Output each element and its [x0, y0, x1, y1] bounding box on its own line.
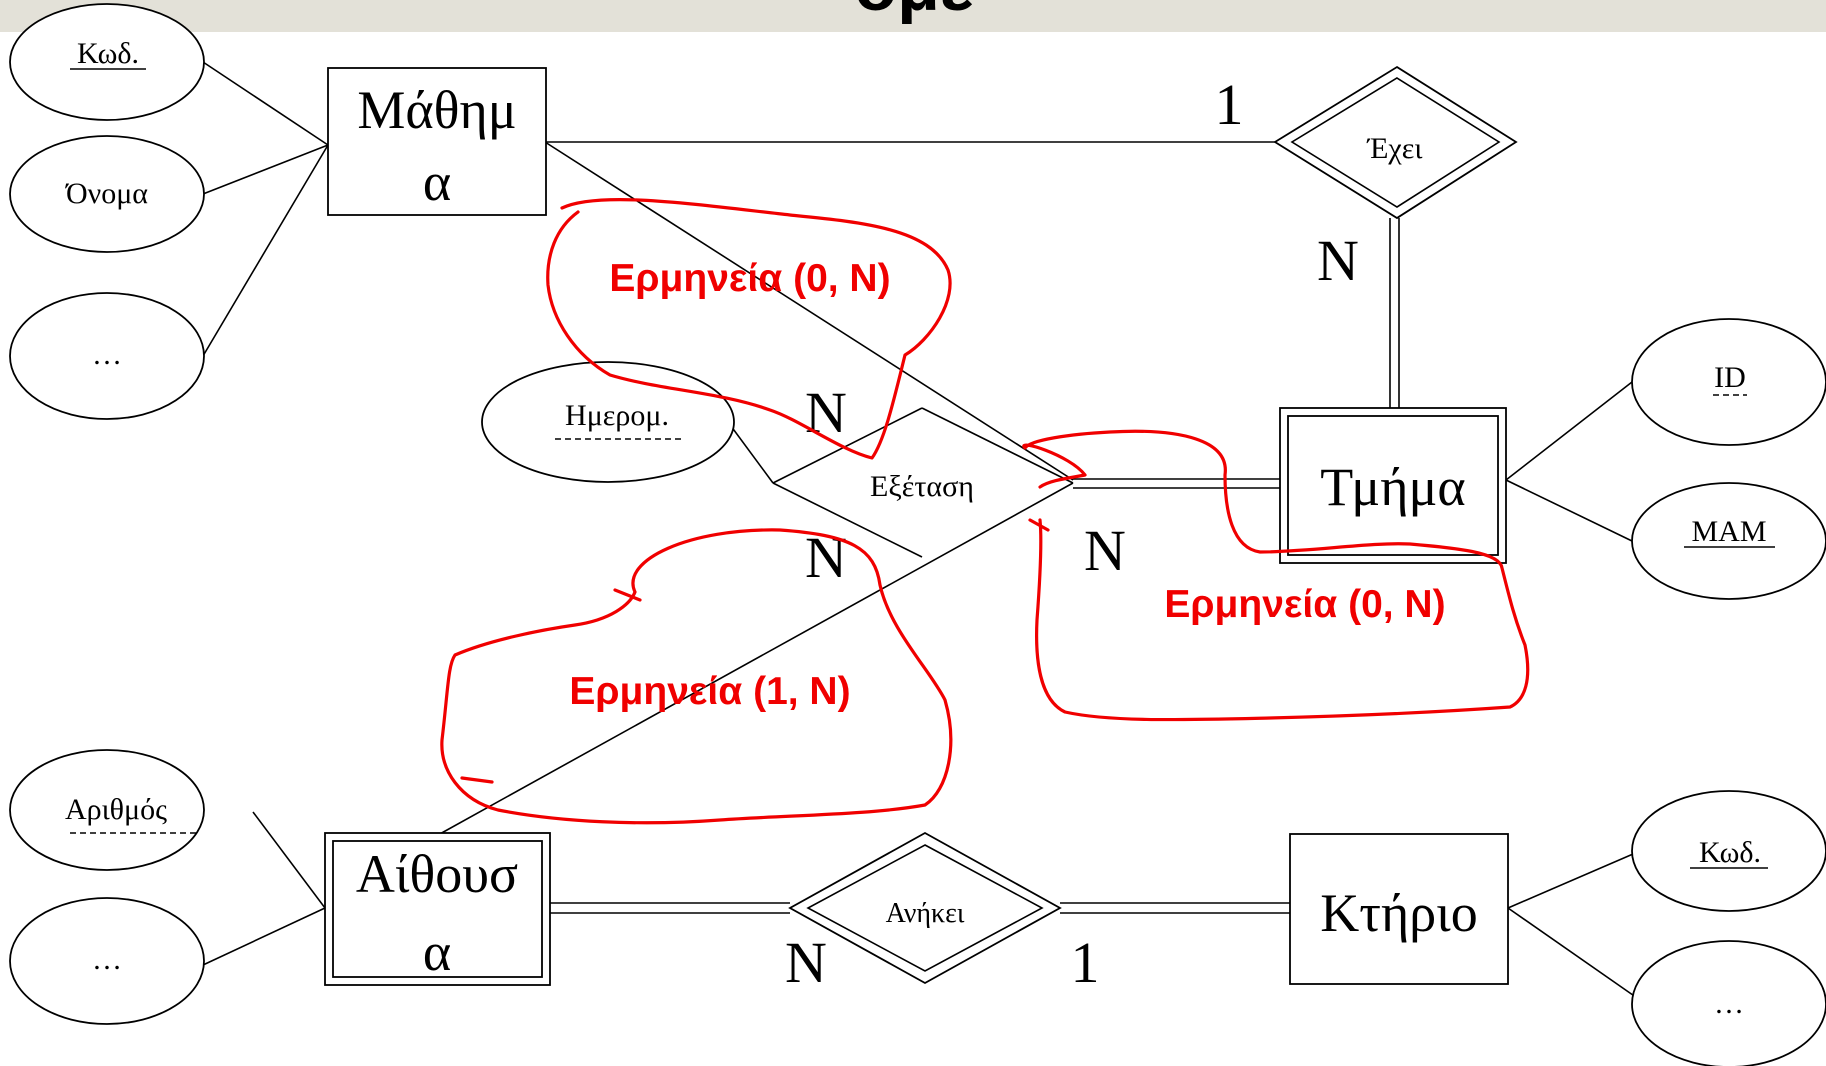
entity-aithousa[interactable]: Αίθουσ α [324, 832, 551, 986]
annotation-label: Ερμηνεία (0, N) [609, 257, 890, 300]
exetasi-edge-ul [772, 407, 923, 484]
line-imerom-exetasi [727, 421, 774, 484]
line-ktirio-etc [1507, 907, 1641, 1001]
line-mathima-etc [202, 144, 329, 357]
attribute-mathima-etc-label: … [92, 338, 122, 371]
line-exetasi-aithousa [437, 482, 1074, 836]
entity-aithousa-line1: Αίθουσ [356, 844, 518, 904]
attribute-aithousa-arithmos[interactable]: Αριθμός [9, 749, 205, 871]
cardinality-exetasi-mathima: N [805, 380, 847, 445]
attribute-ktirio-kod-label: Κωδ. [1699, 836, 1761, 869]
annotation-exetasi-tmima: Ερμηνεία (0, N) [1022, 429, 1530, 722]
connector-lines [202, 61, 1641, 1001]
annotation-scribble [440, 528, 953, 825]
relationship-anikei-label: Ανήκει [886, 898, 965, 929]
entity-ktirio[interactable]: Κτήριο [1289, 833, 1509, 985]
attribute-ktirio-etc-label: … [1714, 987, 1744, 1020]
line-aithousa-etc [202, 907, 326, 966]
entity-mathima-line1: Μάθημ [357, 80, 516, 140]
line-ktirio-kod [1507, 850, 1641, 909]
cardinality-exetasi-tmima: N [1084, 518, 1126, 583]
entity-aithousa-line2: α [423, 922, 451, 982]
attribute-mathima-etc[interactable]: … [9, 292, 205, 420]
entity-tmima-label: Τμήμα [1320, 457, 1465, 517]
cardinality-anikei-aithousa: N [785, 930, 827, 995]
attribute-tmima-mam-label: MAM [1691, 515, 1766, 548]
line-tmima-id [1505, 381, 1633, 481]
cardinality-anikei-ktirio: 1 [1071, 930, 1100, 995]
annotation-mathima-exetasi: Ερμηνεία (0, N) [546, 198, 952, 460]
attribute-mathima-onoma-label: Όνομα [65, 177, 148, 210]
relationship-exetasi-label: Εξέταση [870, 470, 974, 503]
annotation-scribble [546, 198, 952, 460]
relationship-anikei[interactable]: Ανήκει [788, 831, 1062, 985]
cardinality-exei-tmima: N [1317, 228, 1359, 293]
line-mathima-onoma [202, 144, 329, 195]
attribute-aithousa-arithmos-label: Αριθμός [65, 793, 167, 826]
line-tmima-mam [1505, 479, 1633, 542]
cardinality-labels: 1 N N N N N 1 [785, 72, 1359, 995]
relationship-exei-label: Έχει [1366, 132, 1423, 165]
annotation-scribble [1022, 429, 1530, 722]
relationship-exetasi[interactable]: Εξέταση [870, 470, 974, 503]
entity-tmima[interactable]: Τμήμα [1279, 407, 1507, 564]
attribute-exetasi-imerom-label: Ημερομ. [565, 399, 669, 432]
exetasi-edge-ur [921, 407, 1074, 484]
entity-mathima-line2: α [423, 152, 451, 212]
entity-mathima[interactable]: Μάθημ α [327, 67, 547, 216]
annotation-label: Ερμηνεία (1, N) [569, 670, 850, 713]
header-title-fragment: ομέ [854, 0, 973, 25]
relationship-exei[interactable]: Έχει [1273, 65, 1518, 220]
line-mathima-kod [202, 61, 329, 146]
attribute-mathima-kod-label: Κωδ. [77, 37, 139, 70]
exetasi-edge-ll [772, 482, 923, 558]
entity-ktirio-label: Κτήριο [1320, 883, 1477, 943]
cardinality-mathima-exei: 1 [1215, 72, 1244, 137]
attribute-mathima-kod[interactable]: Κωδ. [9, 3, 205, 121]
attribute-ktirio-kod[interactable]: Κωδ. [1631, 790, 1826, 912]
attribute-tmima-id[interactable]: ID [1631, 318, 1826, 446]
attribute-ktirio-etc[interactable]: … [1631, 940, 1826, 1066]
attribute-mathima-onoma[interactable]: Όνομα [9, 135, 205, 253]
attribute-exetasi-imerom[interactable]: Ημερομ. [481, 361, 735, 483]
annotation-label: Ερμηνεία (0, N) [1164, 583, 1445, 626]
line-aithousa-arithmos [252, 811, 326, 909]
attribute-aithousa-etc[interactable]: … [9, 897, 205, 1025]
attribute-tmima-mam[interactable]: MAM [1631, 482, 1826, 600]
attribute-tmima-id-label: ID [1714, 361, 1746, 394]
header-band [0, 0, 1826, 32]
attribute-aithousa-etc-label: … [92, 943, 122, 976]
annotation-exetasi-aithousa: Ερμηνεία (1, N) [440, 528, 953, 825]
